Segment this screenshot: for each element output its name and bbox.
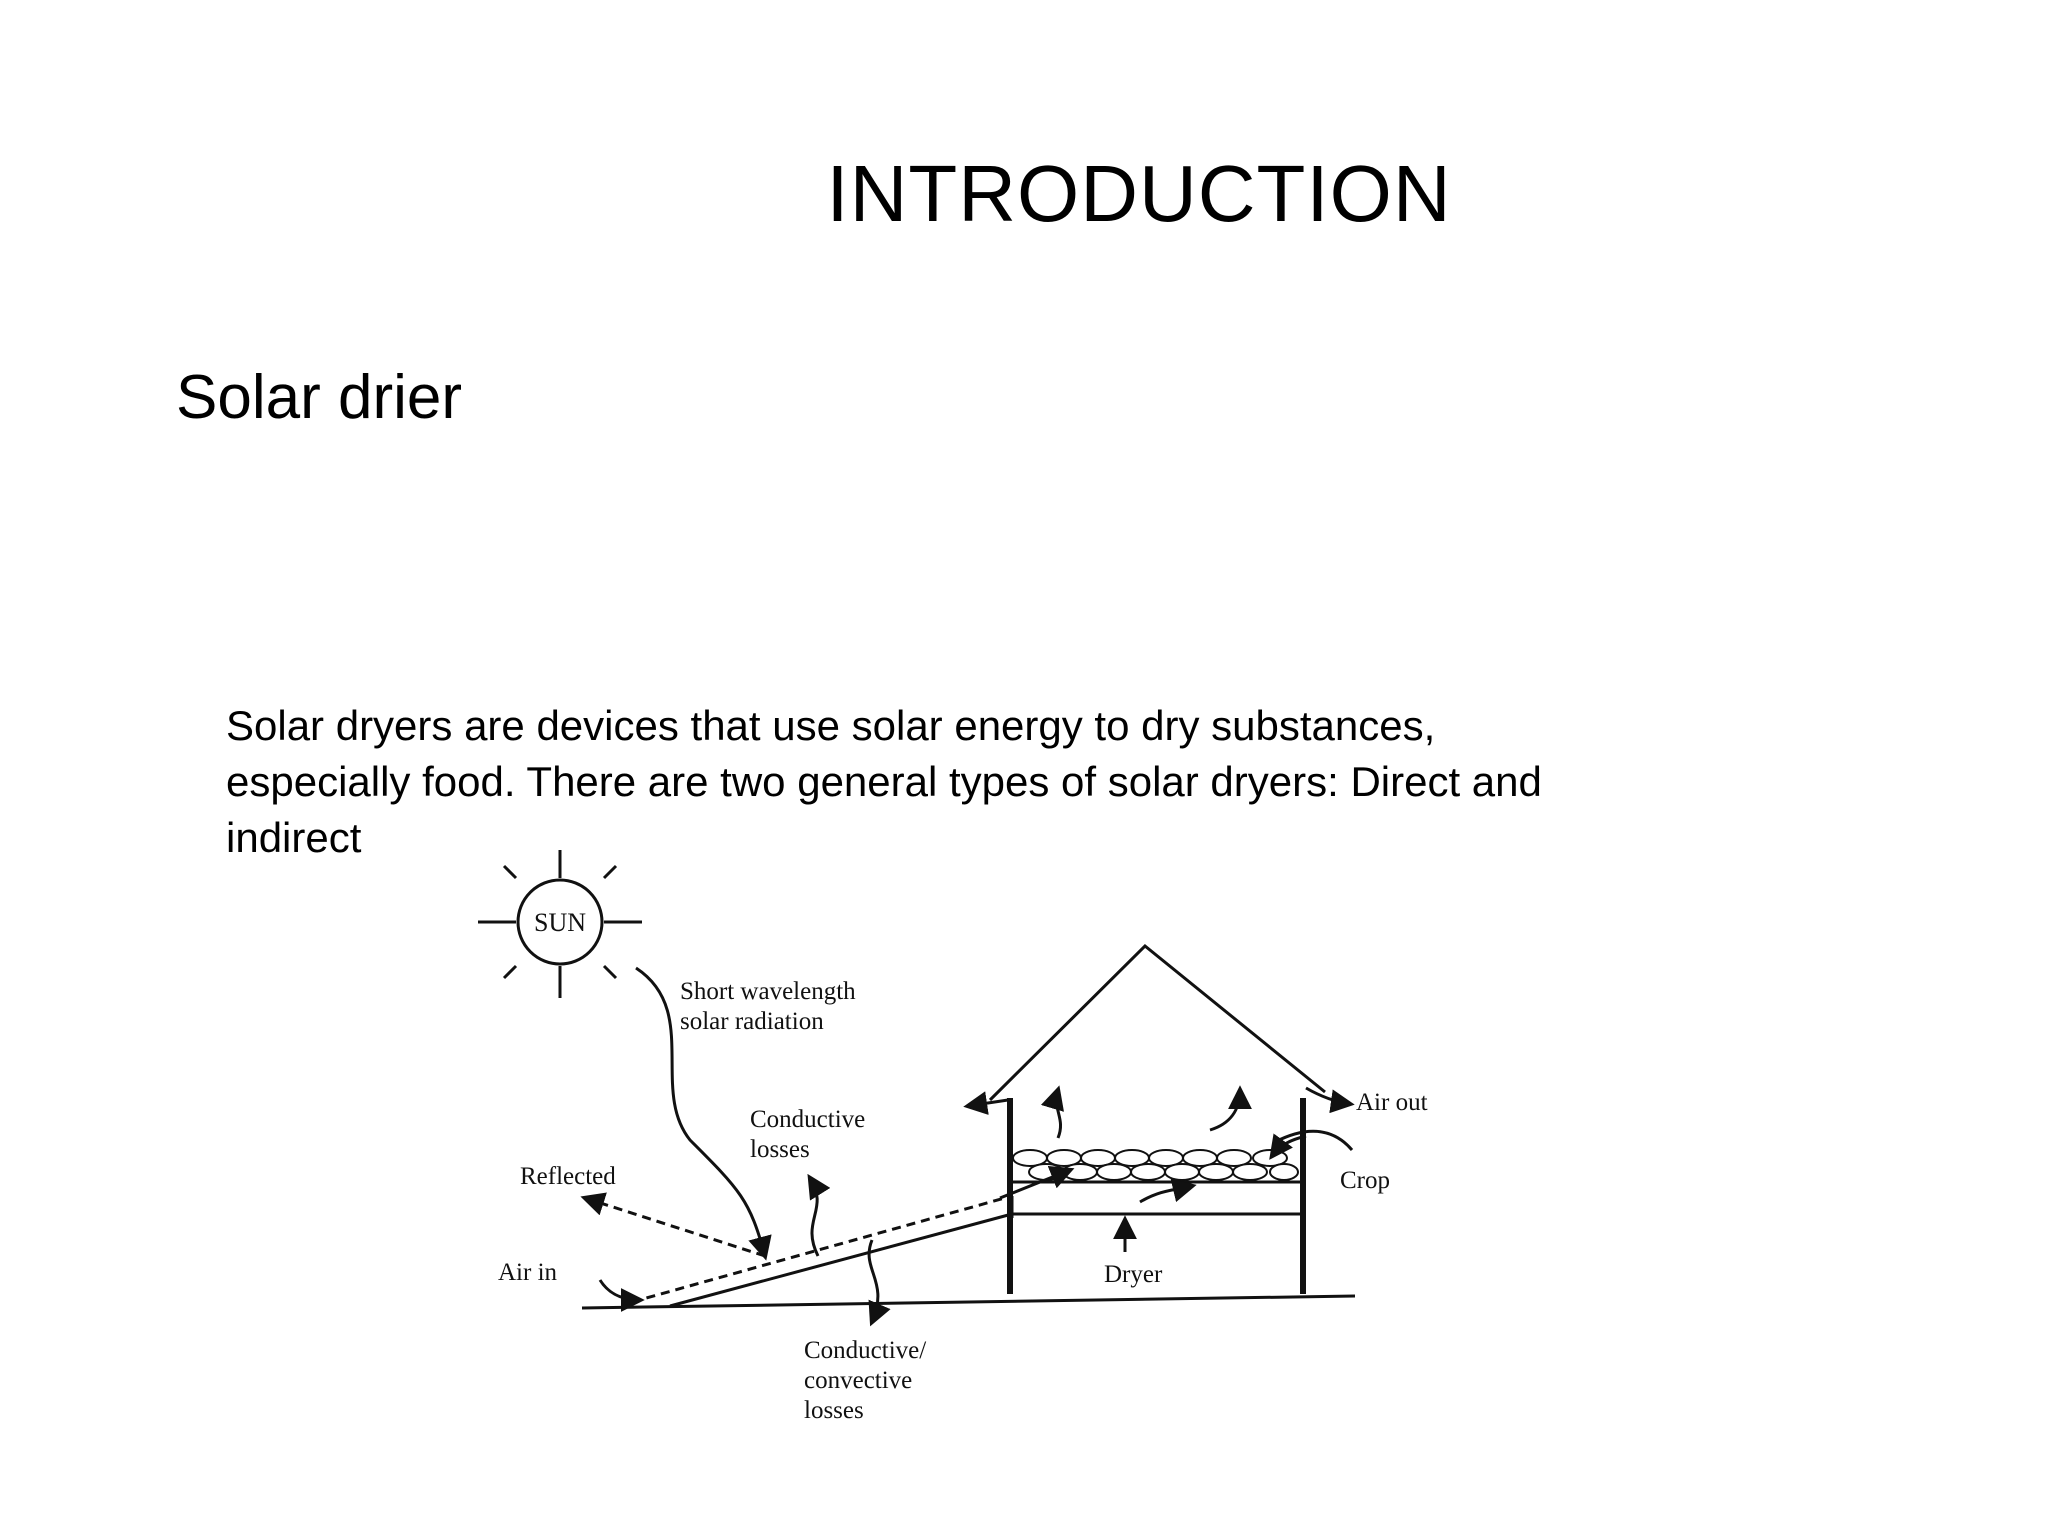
radiation-label-line1: Short wavelength — [680, 978, 856, 1005]
sun-icon — [478, 850, 642, 998]
crop-pointer — [1274, 1129, 1354, 1151]
conductive-losses-label-line1: Conductive — [750, 1106, 865, 1133]
air-in-label: Air in — [498, 1259, 558, 1286]
slide-body-text: Solar dryers are devices that use solar … — [226, 702, 1542, 861]
conductive-losses-arrow — [807, 1173, 831, 1257]
reflected-label: Reflected — [520, 1163, 616, 1190]
dryer-cabinet — [988, 943, 1326, 1294]
conductive-losses-label-line2: losses — [750, 1136, 810, 1163]
convective-losses-label-line2: convective — [804, 1367, 912, 1394]
crop-layer — [1012, 1149, 1299, 1181]
air-out-left-arrow — [963, 1091, 1009, 1116]
sun-ray — [602, 864, 618, 880]
sun-ray — [602, 964, 618, 980]
crop-label: Crop — [1340, 1167, 1390, 1194]
convective-losses-label-line3: losses — [804, 1397, 864, 1424]
collector — [631, 1194, 1014, 1308]
air-in-arrow — [598, 1279, 645, 1312]
dryer-roof — [988, 943, 1326, 1102]
rising-air-arrow — [1041, 1085, 1064, 1139]
radiation-label-line2: solar radiation — [680, 1008, 824, 1035]
sun-ray — [502, 964, 518, 980]
reflected-arrow — [580, 1192, 766, 1258]
rising-air-arrow — [1209, 1085, 1252, 1132]
air-out-label: Air out — [1356, 1089, 1428, 1116]
ground-line — [581, 1294, 1356, 1310]
convective-losses-arrow — [867, 1239, 891, 1327]
slide-subtitle: Solar drier — [176, 363, 462, 432]
collector-glazing — [631, 1194, 1013, 1304]
sun-disc — [516, 878, 604, 966]
tray-air-arrow — [1139, 1178, 1197, 1204]
slide-title: INTRODUCTION — [826, 149, 1452, 238]
crop-indicator-arrow — [1269, 1133, 1307, 1160]
collector-bottom-plate — [669, 1212, 1013, 1308]
sun-ray — [502, 864, 518, 880]
dryer-label: Dryer — [1104, 1261, 1163, 1288]
convective-losses-label-line1: Conductive/ — [804, 1337, 926, 1364]
solar-radiation-arrow — [635, 966, 772, 1261]
collector-air-arrow — [999, 1165, 1075, 1200]
air-out-right-arrow — [1305, 1086, 1355, 1114]
sun-label: SUN — [534, 908, 586, 937]
